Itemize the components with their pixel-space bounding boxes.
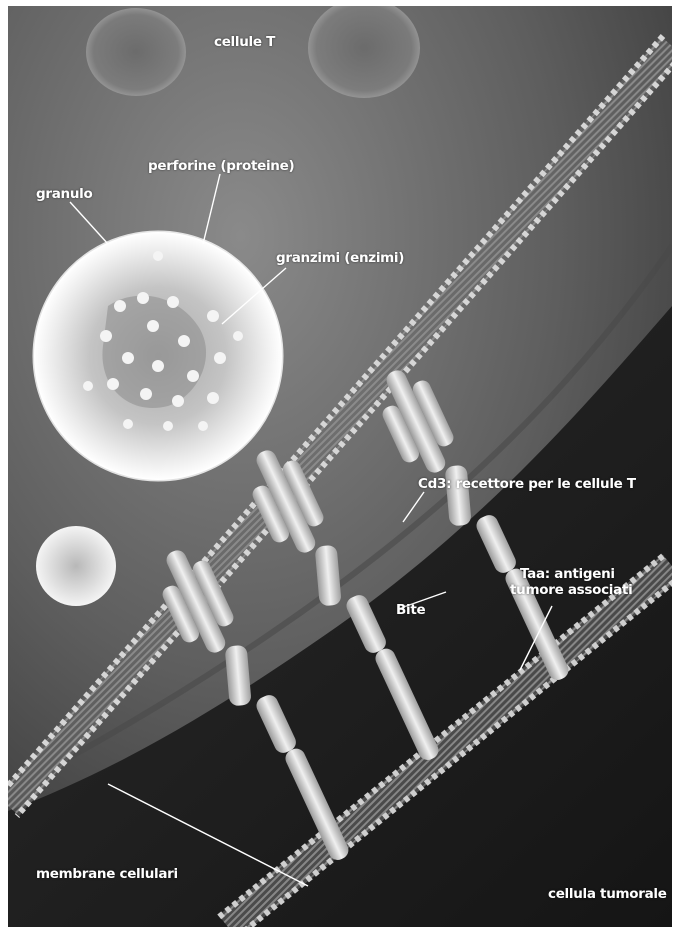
label-taa-line2: tumore associati [510,582,632,598]
label-granulo: granulo [36,186,92,202]
label-cellule-t: cellule T [214,34,275,50]
label-granzimi: granzimi (enzimi) [276,250,404,266]
label-perforine: perforine (proteine) [148,158,294,174]
label-bite: Bite [396,602,425,618]
label-cellula-tumorale: cellula tumorale [548,886,667,902]
label-taa-line1: Taa: antigeni [520,566,615,582]
illustration-figure: cellule T perforine (proteine) granulo g… [8,6,672,927]
small-vesicle [36,526,116,606]
granule [34,232,282,480]
t-cell-top-left [86,8,186,96]
illustration-canvas [8,6,672,927]
label-cd3: Cd3: recettore per le cellule T [418,476,636,492]
label-membrane: membrane cellulari [36,866,178,882]
